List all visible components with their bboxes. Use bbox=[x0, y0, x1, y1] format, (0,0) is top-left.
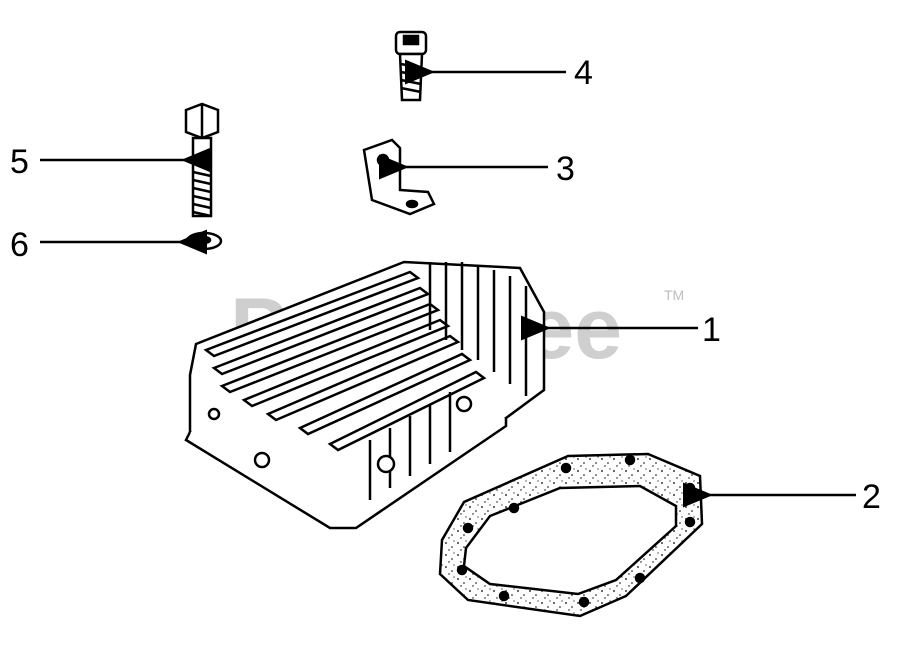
callout-2: 2 bbox=[862, 478, 881, 516]
part-4-screw[interactable] bbox=[394, 30, 428, 102]
callout-4: 4 bbox=[574, 54, 593, 92]
part-2-gasket[interactable] bbox=[438, 452, 704, 618]
watermark-tm: TM bbox=[664, 287, 684, 303]
part-6-washer[interactable] bbox=[185, 231, 223, 251]
part-1-cylinder-head[interactable] bbox=[184, 260, 546, 530]
callout-5: 5 bbox=[10, 143, 29, 181]
callout-1: 1 bbox=[702, 311, 721, 349]
part-3-bracket[interactable] bbox=[362, 138, 436, 216]
leader-lines bbox=[40, 59, 856, 508]
callout-3: 3 bbox=[556, 150, 575, 188]
callout-labels: 4 3 5 6 1 2 bbox=[10, 54, 881, 516]
callout-6: 6 bbox=[10, 226, 29, 264]
part-5-bolt[interactable] bbox=[184, 102, 220, 218]
